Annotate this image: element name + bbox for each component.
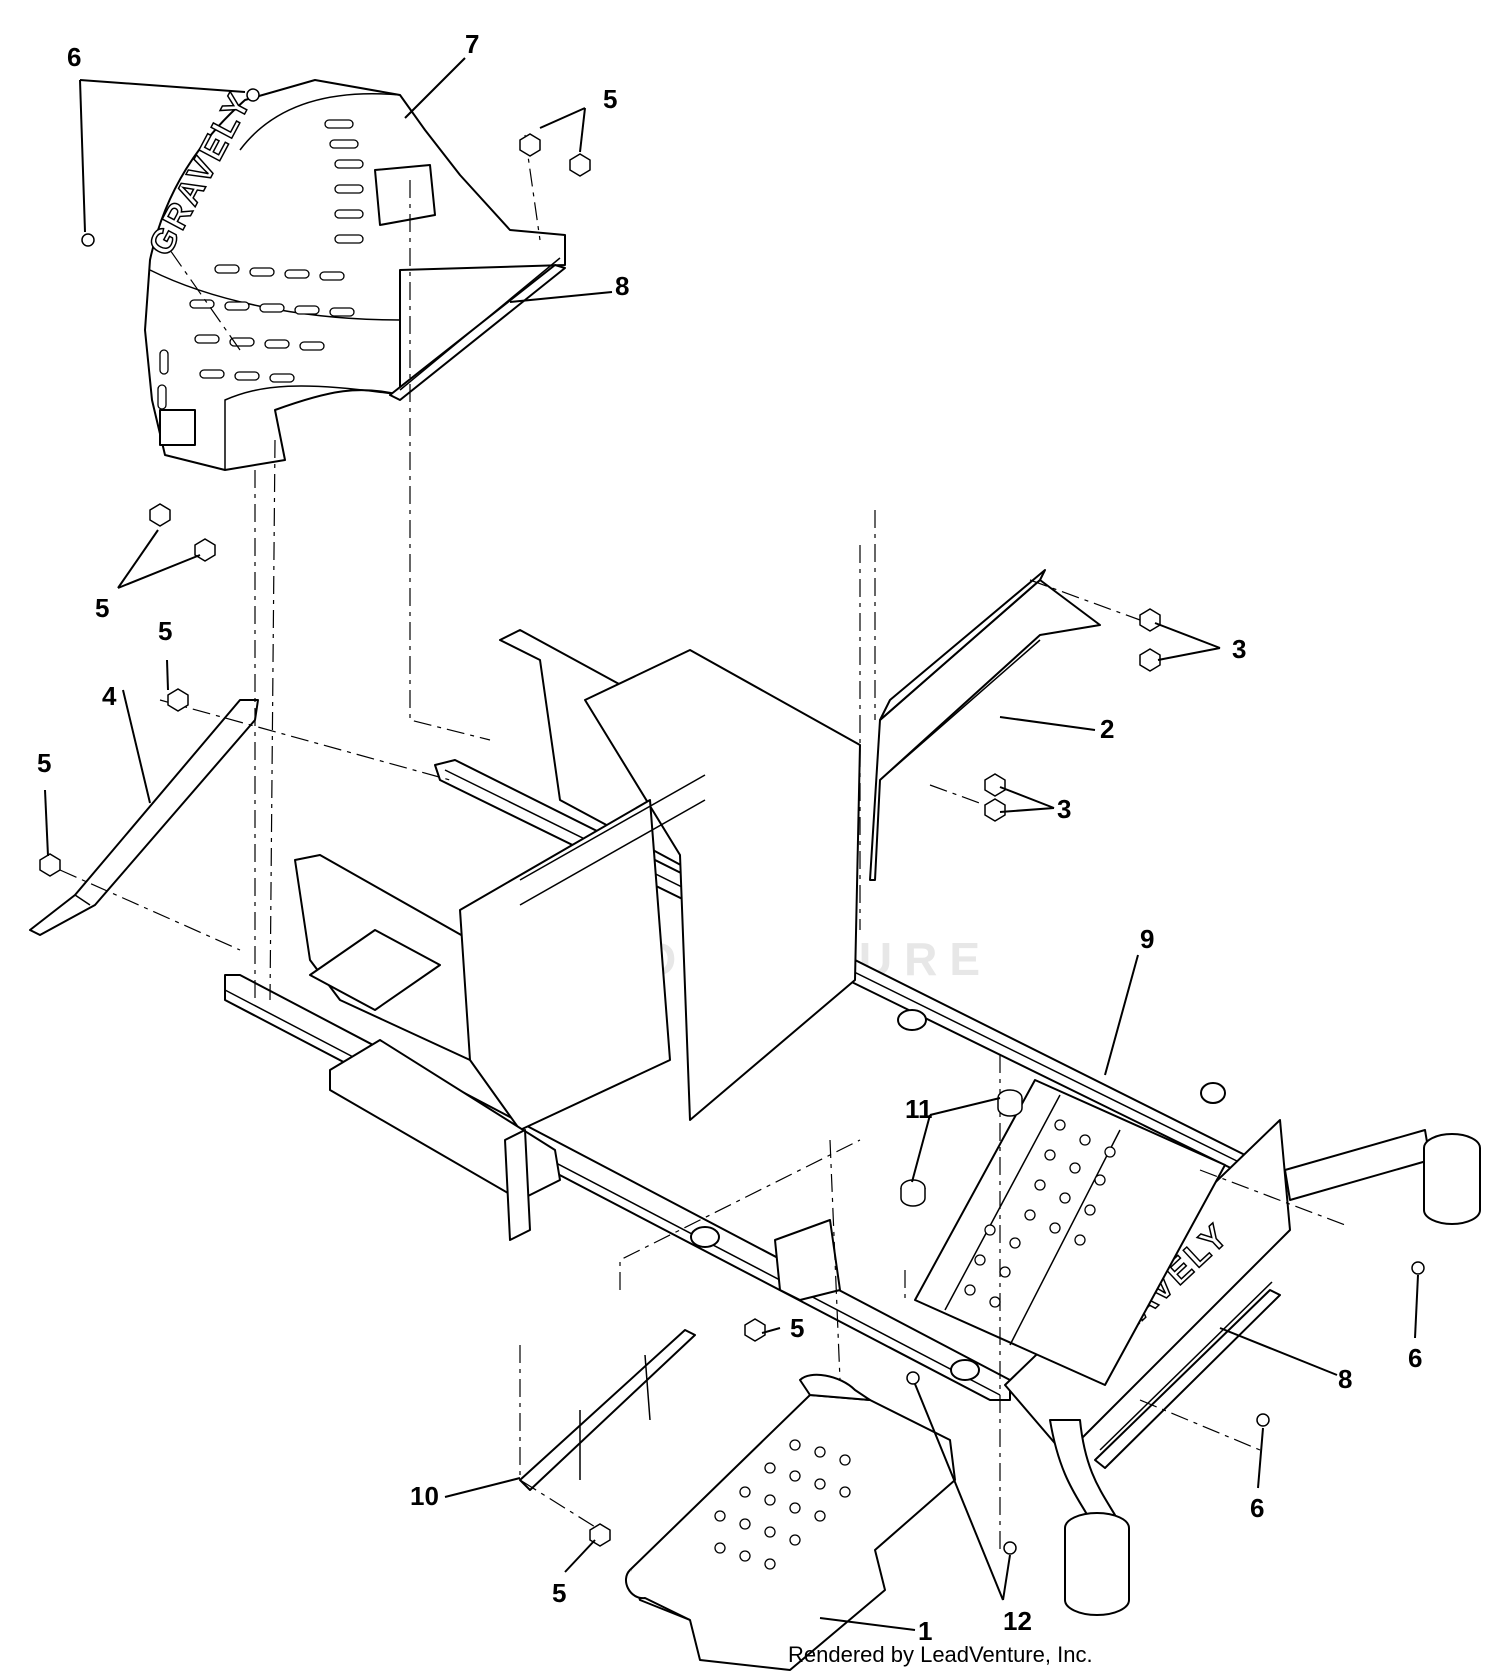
callout-5: 5 [37, 748, 51, 778]
bolt-3 [984, 773, 1006, 797]
callout-12: 12 [1003, 1606, 1032, 1636]
callout-6: 6 [67, 42, 81, 72]
callout-5: 5 [790, 1313, 804, 1343]
callout-5: 5 [603, 84, 617, 114]
bolt-5 [569, 153, 591, 177]
nut-12 [906, 1371, 920, 1385]
callout-6: 6 [1408, 1343, 1422, 1373]
callout-3: 3 [1057, 794, 1071, 824]
nut-12 [1003, 1541, 1017, 1555]
bolt-5 [194, 538, 216, 562]
bolt-3 [1139, 648, 1161, 672]
callout-6: 6 [1250, 1493, 1264, 1523]
part-8-upper-bracket [389, 257, 566, 401]
callout-8: 8 [1338, 1364, 1352, 1394]
part-2-right-bracket [869, 569, 1101, 881]
screw-6 [1411, 1261, 1425, 1275]
callout-5: 5 [95, 593, 109, 623]
screw-6 [81, 233, 95, 247]
plug-11 [997, 1089, 1023, 1117]
callout-5: 5 [552, 1578, 566, 1608]
screw-6 [1256, 1413, 1270, 1427]
callout-8: 8 [615, 271, 629, 301]
bolt-3 [1139, 608, 1161, 632]
bolt-5 [149, 503, 171, 527]
callout-7: 7 [465, 29, 479, 59]
callout-labels: 6 7 5 8 5 5 4 5 3 2 3 9 11 5 6 8 6 10 5 … [37, 29, 1422, 1646]
assembly-lines [59, 134, 1346, 1550]
deck-plate-holes [964, 1119, 1116, 1308]
bolt-5 [39, 853, 61, 877]
fasteners [39, 88, 1425, 1555]
callout-1: 1 [918, 1616, 932, 1646]
floor-pan-holes [714, 1439, 851, 1570]
part-1-floor-pan [625, 1373, 956, 1671]
callout-4: 4 [102, 681, 117, 711]
part-10-bracket [519, 1329, 696, 1491]
callout-9: 9 [1140, 924, 1154, 954]
callout-5: 5 [158, 616, 172, 646]
render-credit: Rendered by LeadVenture, Inc. [788, 1642, 1093, 1667]
bolt-3 [984, 798, 1006, 822]
bolt-5 [167, 688, 189, 712]
callout-10: 10 [410, 1481, 439, 1511]
part-4-left-bracket [29, 699, 259, 936]
callout-2: 2 [1100, 714, 1114, 744]
bolt-5 [744, 1318, 766, 1342]
callout-11: 11 [905, 1094, 933, 1124]
part-7-seat-shield: GRAVELY [141, 79, 566, 471]
plug-11 [900, 1179, 926, 1207]
callout-3: 3 [1232, 634, 1246, 664]
bolt-5 [519, 133, 541, 157]
leader-lines [44, 57, 1419, 1631]
screw-6 [246, 88, 260, 102]
